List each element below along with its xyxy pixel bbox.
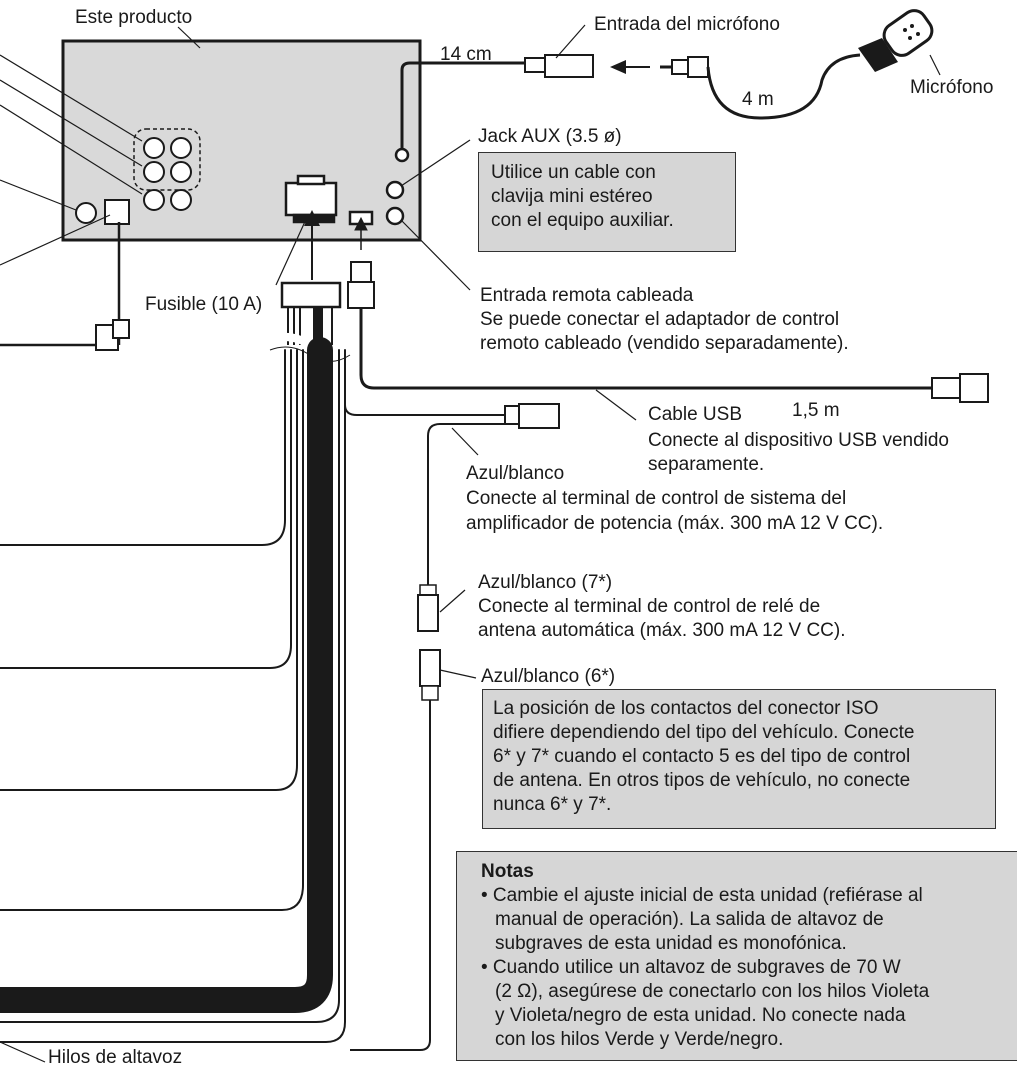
fuse-label: Fusible (10 A) xyxy=(145,294,263,315)
product-label: Este producto xyxy=(75,7,193,28)
microphone-label: Micrófono xyxy=(910,77,994,98)
microphone-icon xyxy=(858,9,934,72)
remote-jack xyxy=(385,206,405,226)
aux-note-line: Utilice un cable con xyxy=(491,162,656,183)
aux-note-line: clavija mini estéreo xyxy=(491,186,653,207)
note-item-cont: y Violeta/negro de esta unidad. No conec… xyxy=(495,1005,906,1026)
remote-input-desc: Se puede conectar el adaptador de contro… xyxy=(480,309,840,330)
mic-input-label: Entrada del micrófono xyxy=(594,14,780,35)
iso-note-line: nunca 6* y 7*. xyxy=(493,794,612,815)
iso-note-line: de antena. En otros tipos de vehículo, n… xyxy=(493,770,911,791)
usb-cable xyxy=(347,216,989,403)
harness-plug xyxy=(280,281,342,309)
usb-length-label: 1,5 m xyxy=(792,400,840,421)
aux-note-box: Utilice un cable con clavija mini estére… xyxy=(478,152,736,252)
iso-note-line: La posición de los contactos del conecto… xyxy=(493,698,879,719)
notes-box: Notas • Cambie el ajuste inicial de esta… xyxy=(456,851,1017,1061)
iso-note-box: La posición de los contactos del conecto… xyxy=(482,689,996,829)
remote-input-title: Entrada remota cableada xyxy=(480,285,694,306)
note-item-cont: con los hilos Verde y Verde/negro. xyxy=(495,1029,784,1050)
product-leader xyxy=(177,26,201,49)
note-item-cont: (2 Ω), asegúrese de conectarlo con los h… xyxy=(495,981,930,1002)
note-item-cont: manual de operación). La salida de altav… xyxy=(495,909,884,930)
iso-note-line: 6* y 7* cuando el contacto 5 es del tipo… xyxy=(493,746,911,767)
blue-white-6-label: Azul/blanco (6*) xyxy=(481,666,616,687)
blue-white-desc: Conecte al terminal de control de sistem… xyxy=(466,488,847,509)
note-item: • Cambie el ajuste inicial de esta unida… xyxy=(481,885,923,906)
usb-cable-label: Cable USB xyxy=(648,404,742,425)
blue-white-7-desc: antena automática (máx. 300 mA 12 V CC). xyxy=(478,620,846,641)
aux-jack-label: Jack AUX (3.5 ø) xyxy=(478,126,622,147)
speaker-leads-label: Hilos de altavoz xyxy=(48,1047,183,1068)
note-item-cont: subgraves de esta unidad es monofónica. xyxy=(495,933,847,954)
mic-cable-length: 14 cm xyxy=(440,44,492,65)
blue-white-7-label: Azul/blanco (7*) xyxy=(478,572,613,593)
blue-white-desc: amplificador de potencia (máx. 300 mA 12… xyxy=(466,513,884,534)
usb-desc: separamente. xyxy=(648,454,765,475)
blue-white-7-desc: Conecte al terminal de control de relé d… xyxy=(478,596,821,617)
blue-white-label: Azul/blanco xyxy=(466,463,565,484)
iso-note-line: difiere dependiendo del tipo del vehícul… xyxy=(493,722,915,743)
note-item: • Cuando utilice un altavoz de subgraves… xyxy=(481,957,901,978)
notes-title: Notas xyxy=(481,861,534,882)
aux-note-line: con el equipo auxiliar. xyxy=(491,210,674,231)
mic-cord-length: 4 m xyxy=(742,89,774,110)
rca-jacks xyxy=(75,128,201,225)
remote-input-desc: remoto cableado (vendido separadamente). xyxy=(480,333,849,354)
usb-desc: Conecte al dispositivo USB vendido xyxy=(648,430,950,451)
aux-jack xyxy=(385,180,405,200)
